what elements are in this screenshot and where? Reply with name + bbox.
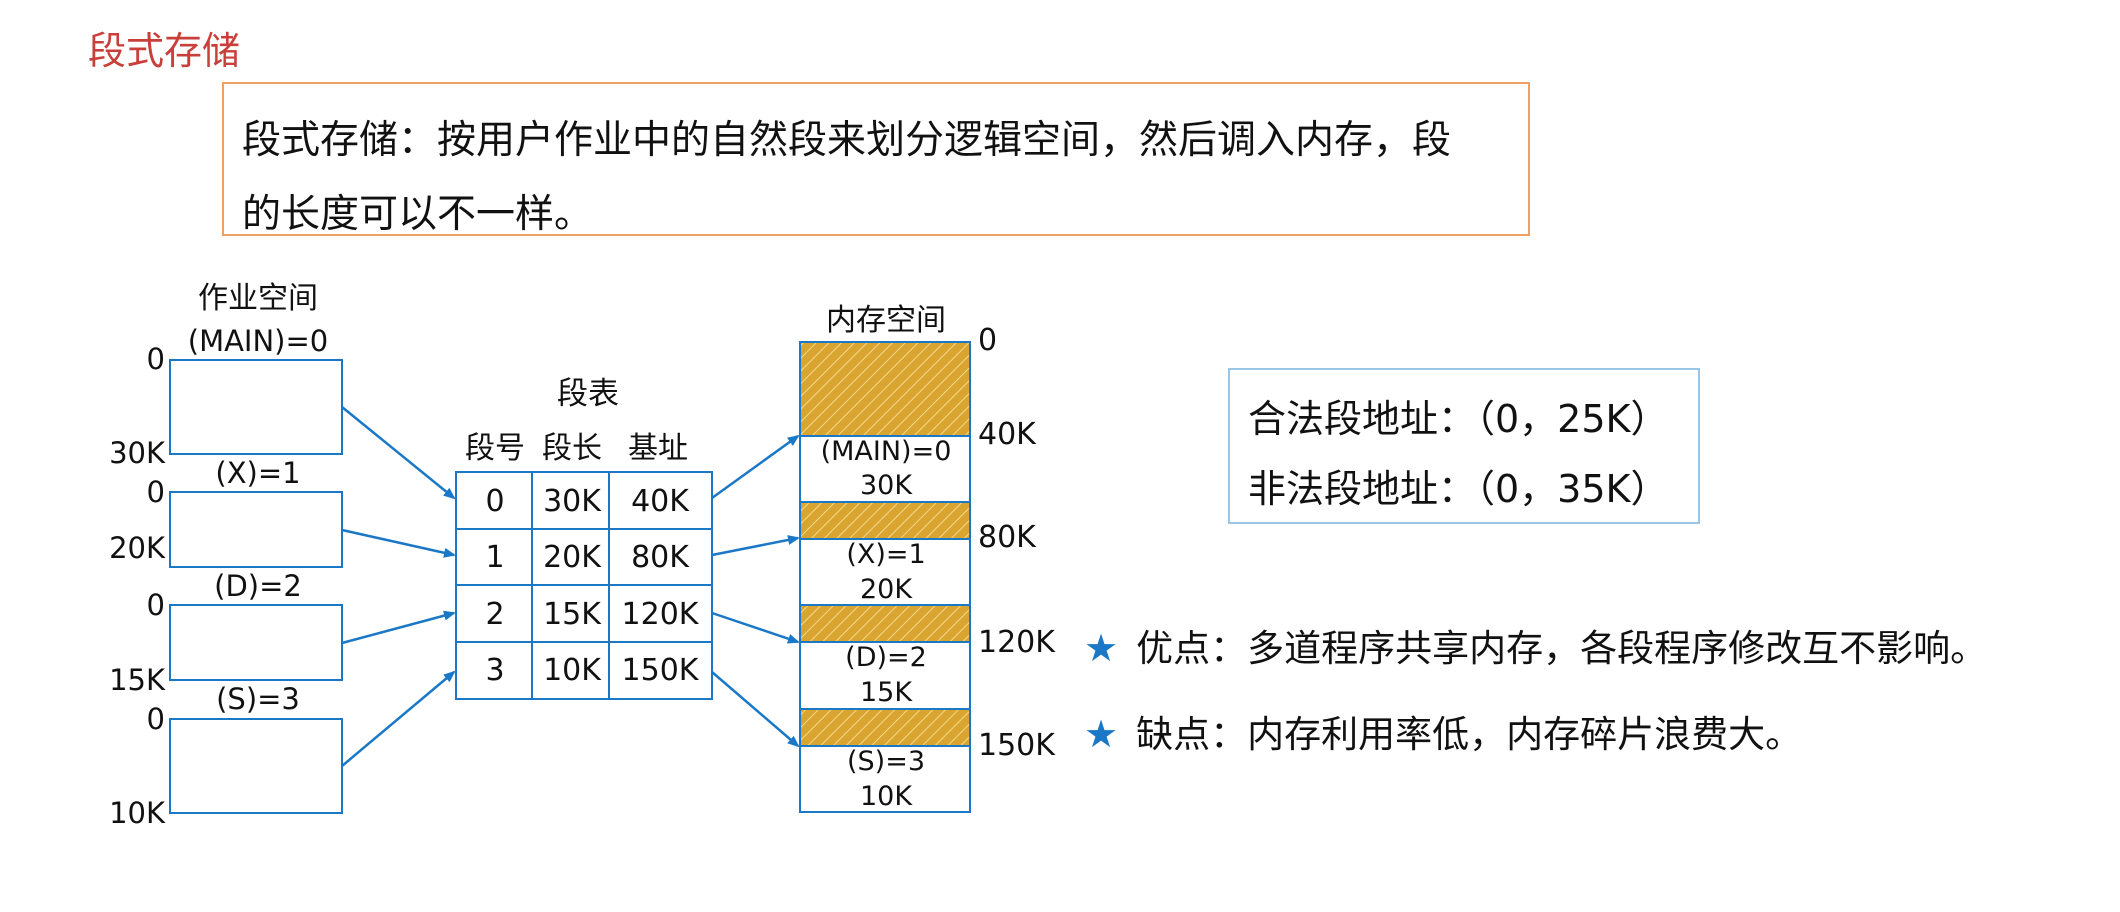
job-space-title: 作业空间 (198, 281, 318, 316)
job-segment-end: 15K (109, 663, 166, 697)
memory-block-label: (S)=3 (847, 746, 925, 777)
memory-block-size: 10K (860, 781, 913, 812)
memory-address: 150K (978, 728, 1056, 763)
memory-block-label: (X)=1 (846, 539, 925, 570)
memory-address: 0 (978, 323, 997, 358)
segment-table-grid (455, 471, 713, 700)
job-segment-label: (MAIN)=0 (188, 324, 328, 358)
job-segment-start: 0 (147, 702, 165, 736)
memory-space-title: 内存空间 (826, 303, 946, 338)
job-segment-box (169, 718, 343, 814)
advantage-text: 优点：多道程序共享内存，各段程序修改互不影响。 (1136, 627, 1988, 670)
legal-address: 合法段地址：（0，25K） (1248, 397, 1669, 441)
job-segment-label: (S)=3 (216, 682, 300, 716)
table-cell: 30K (543, 484, 602, 519)
memory-block-label: (MAIN)=0 (821, 436, 952, 467)
memory-outline (799, 341, 971, 813)
job-segment-start: 0 (147, 342, 165, 376)
memory-block-size: 15K (860, 677, 913, 708)
table-cell: 15K (543, 597, 602, 632)
table-header-cell: 段长 (542, 431, 602, 466)
job-segment-end: 30K (109, 436, 166, 470)
job-segment-start: 0 (147, 475, 165, 509)
memory-block-label: (D)=2 (845, 642, 927, 673)
table-cell: 150K (622, 653, 700, 688)
table-cell: 1 (485, 540, 504, 575)
table-cell: 10K (543, 653, 602, 688)
definition-line-2: 的长度可以不一样。 (242, 192, 594, 237)
job-segment-end: 10K (109, 796, 166, 830)
table-cell: 2 (485, 597, 504, 632)
memory-address: 120K (978, 625, 1056, 660)
mapping-arrows (341, 406, 800, 767)
table-cell: 20K (543, 540, 602, 575)
table-cell: 0 (485, 484, 504, 519)
table-header-cell: 基址 (628, 431, 688, 466)
job-segment-label: (D)=2 (214, 569, 302, 603)
advantage-item: ★ 优点：多道程序共享内存，各段程序修改互不影响。 (1084, 618, 1987, 672)
table-cell: 40K (631, 484, 690, 519)
page-title: 段式存储 (88, 29, 241, 73)
memory-block-size: 20K (860, 574, 913, 605)
address-example-box: 合法段地址：（0，25K） 非法段地址：（0，35K） (1228, 368, 1700, 524)
table-cell: 3 (485, 653, 504, 688)
job-segment-start: 0 (147, 588, 165, 622)
segment-table-title: 段表 (557, 376, 619, 412)
memory-block-size: 30K (860, 470, 913, 501)
disadvantage-item: ★ 缺点：内存利用率低，内存碎片浪费大。 (1084, 704, 1802, 758)
illegal-address: 非法段地址：（0，35K） (1248, 467, 1669, 511)
job-segment-label: (X)=1 (215, 456, 300, 490)
disadvantage-text: 缺点：内存利用率低，内存碎片浪费大。 (1136, 713, 1803, 756)
definition-box: 段式存储：按用户作业中的自然段来划分逻辑空间，然后调入内存，段 的长度可以不一样… (222, 82, 1530, 237)
memory-hatched-regions (800, 342, 970, 746)
memory-address: 80K (978, 520, 1037, 555)
memory-address: 40K (978, 417, 1037, 452)
job-segment-box (169, 491, 343, 568)
job-segment-box (169, 604, 343, 681)
table-cell: 80K (631, 540, 690, 575)
job-segment-end: 20K (109, 531, 166, 565)
job-segment-box (169, 359, 343, 455)
table-header-cell: 段号 (465, 431, 525, 466)
definition-line-1: 段式存储：按用户作业中的自然段来划分逻辑空间，然后调入内存，段 (242, 118, 1452, 163)
star-icon: ★ (1084, 712, 1119, 756)
star-icon: ★ (1084, 626, 1119, 670)
table-cell: 120K (622, 597, 700, 632)
